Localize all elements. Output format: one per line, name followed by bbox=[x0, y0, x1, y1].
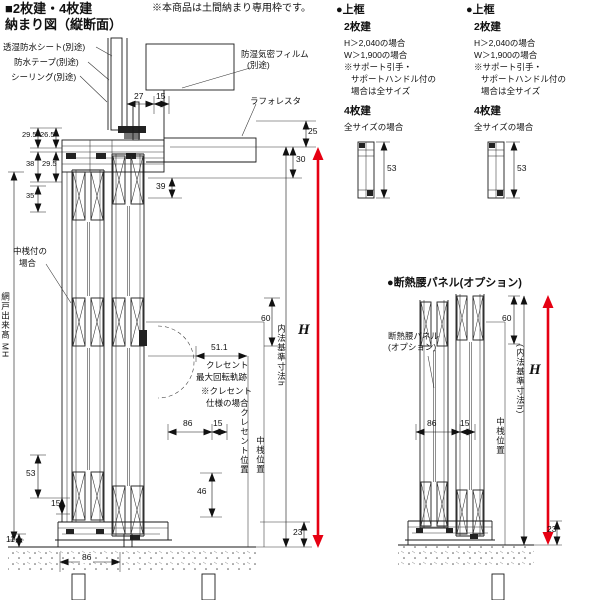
option-label-height-symbol: H bbox=[529, 362, 541, 378]
label-screen-height: 網戸出来髙 MH bbox=[0, 292, 11, 359]
dim-15-mid: 15 bbox=[213, 418, 223, 428]
upper-rail-2-type2: 2枚建 bbox=[474, 21, 501, 33]
dim-26-5: 26.5 bbox=[40, 130, 55, 139]
upper-rail-1-type4-cond: 全サイズの場合 bbox=[344, 122, 404, 132]
option-dim-15: 15 bbox=[460, 418, 470, 428]
floor-slab bbox=[146, 137, 257, 163]
page-title-line2: 納まり図（縦断面） bbox=[5, 17, 123, 32]
callout-crescent-2: 最大回転軌跡 bbox=[196, 372, 248, 382]
dim-53-left: 53 bbox=[26, 468, 36, 478]
callout-waterproof-tape: 防水テープ(別途) bbox=[14, 57, 79, 67]
dim-11: 11 bbox=[6, 534, 15, 544]
callout-laforesta: ラフォレスタ bbox=[250, 96, 302, 106]
dim-35: 35 bbox=[26, 191, 35, 200]
dim-30: 30 bbox=[296, 154, 306, 164]
upper-rail-1-support-1: ※サポート引手・ bbox=[344, 62, 413, 72]
sill-assembly bbox=[55, 521, 172, 548]
wall-section bbox=[107, 37, 235, 139]
option-panel-label-2: (オプション) bbox=[388, 342, 437, 352]
upper-rail-1-title: ●上框 bbox=[336, 4, 365, 16]
dim-23: 23 bbox=[293, 527, 303, 537]
dim-38: 38 bbox=[26, 159, 35, 168]
callout-crescent-3: ※クレセント bbox=[201, 386, 253, 396]
upper-rail-2-title: ●上框 bbox=[466, 4, 495, 16]
upper-rail-1-support-2: サポートハンドル付の bbox=[351, 74, 437, 84]
dim-15-top: 15 bbox=[156, 91, 166, 101]
callout-moisture-film-1: 防湿気密フィルム bbox=[241, 49, 309, 59]
dim-27: 27 bbox=[134, 91, 144, 101]
callout-mid-rail-case-1: 中桟付の bbox=[13, 246, 48, 256]
dim-29-5-b: 29.5 bbox=[42, 159, 57, 168]
label-crescent-position: クレセント位置 bbox=[239, 408, 250, 475]
option-dim-60: 60 bbox=[502, 313, 512, 323]
dim-15-left: 15 bbox=[51, 498, 61, 508]
upper-rail-2-support-3: 場合は全サイズ bbox=[481, 86, 541, 96]
callout-sealing: シーリング(別途) bbox=[11, 72, 77, 82]
dim-25: 25 bbox=[308, 126, 318, 136]
label-mid-rail-position: 中桟位置 bbox=[255, 436, 266, 474]
upper-rail-2-cond-w: W＞1,900の場合 bbox=[474, 50, 538, 60]
page-title-line1: ■2枚建・4枚建 bbox=[5, 1, 93, 16]
label-inner-standard: 内法基準寸法h bbox=[276, 324, 287, 387]
option-label-inner-standard: (内法基準寸法h) bbox=[515, 344, 526, 415]
upper-rail-2-type4-cond: 全サイズの場合 bbox=[474, 122, 534, 132]
callout-crescent-1: クレセント bbox=[206, 360, 249, 370]
dim-86-bottom: 86 bbox=[80, 552, 94, 563]
upper-rail-1-type2: 2枚建 bbox=[344, 21, 371, 33]
option-sill bbox=[405, 520, 495, 545]
upper-rail-2-type4: 4枚建 bbox=[474, 105, 501, 117]
dim-46: 46 bbox=[197, 486, 207, 496]
upper-rail-2-support-2: サポートハンドル付の bbox=[481, 74, 567, 84]
upper-rail-detail-2 bbox=[487, 141, 520, 199]
upper-rail-1-support-3: 場合は全サイズ bbox=[351, 86, 411, 96]
dimension-lines-main bbox=[8, 96, 316, 572]
dim-51-1: 51.1 bbox=[211, 342, 228, 352]
upper-rail-1-cond-h: H＞2,040の場合 bbox=[344, 38, 406, 48]
dim-60: 60 bbox=[261, 313, 271, 323]
callout-crescent-4: 仕様の場合 bbox=[206, 398, 249, 408]
option-dim-23: 23 bbox=[547, 524, 557, 534]
callout-moisture-film-2: (別途) bbox=[247, 60, 270, 70]
upper-rail-detail-1 bbox=[357, 141, 390, 199]
option-panel-label-1: 断熱腰パネル bbox=[388, 331, 440, 341]
option-label-mid-rail-position: 中桟位置 bbox=[495, 417, 506, 455]
leader-lines bbox=[45, 46, 435, 389]
dim-29-5-a: 29.5 bbox=[22, 130, 37, 139]
upper-rail-2-cond-h: H＞2,040の場合 bbox=[474, 38, 536, 48]
upper-rail-2-support-1: ※サポート引手・ bbox=[474, 62, 543, 72]
dimension-lines-option bbox=[415, 295, 562, 546]
option-section-title: ●断熱腰パネル(オプション) bbox=[387, 277, 522, 289]
upper-rail-2-dim-53: 53 bbox=[517, 163, 527, 173]
option-sash-panels bbox=[419, 294, 485, 537]
upper-rail-1-type4: 4枚建 bbox=[344, 105, 371, 117]
label-height-symbol: H bbox=[298, 322, 310, 338]
sash-panel-outer bbox=[71, 169, 105, 523]
option-dim-86: 86 bbox=[427, 418, 437, 428]
callout-mid-rail-case-2: 場合 bbox=[19, 258, 37, 268]
ground-hatch bbox=[8, 546, 256, 600]
dim-86-mid: 86 bbox=[183, 418, 193, 428]
upper-rail-1-dim-53: 53 bbox=[387, 163, 397, 173]
upper-rail-1-cond-w: W＞1,900の場合 bbox=[344, 50, 408, 60]
dim-39: 39 bbox=[156, 181, 166, 191]
product-note: ※本商品は土間納まり専用枠です。 bbox=[152, 3, 311, 14]
height-arrow-main bbox=[312, 147, 324, 548]
option-ground bbox=[398, 544, 534, 600]
crescent-lock bbox=[139, 325, 195, 399]
height-arrow-option bbox=[542, 295, 554, 545]
callout-waterproof-sheet: 透湿防水シート(別途) bbox=[3, 42, 86, 52]
screen-track bbox=[61, 172, 68, 522]
